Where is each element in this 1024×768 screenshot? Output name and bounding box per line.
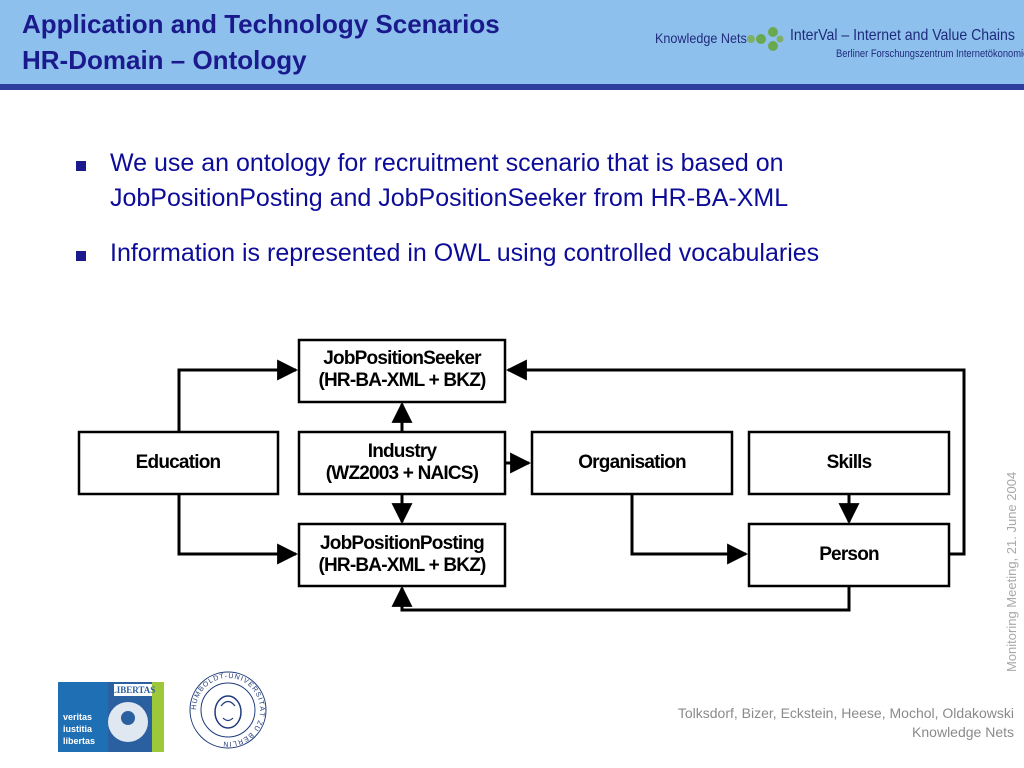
node-posting-sublabel: (HR-BA-XML + BKZ) bbox=[318, 555, 486, 576]
node-industry bbox=[297, 430, 507, 496]
interval-logo-text: InterVal – Internet and Value Chains bbox=[790, 27, 1015, 44]
node-industry-sublabel: (WZ2003 + NAICS) bbox=[326, 463, 479, 484]
header-bar bbox=[0, 0, 1024, 84]
edge-education-posting bbox=[177, 494, 299, 565]
fu-berlin-logo: LIBERTAS veritas iustitia libertas bbox=[58, 682, 164, 752]
node-education-label: Education bbox=[136, 452, 221, 473]
bullet-text: We use an ontology for recruitment scena… bbox=[110, 149, 789, 212]
fu-logo-line-3: libertas bbox=[63, 736, 95, 746]
bullet-text: Information is represented in OWL using … bbox=[110, 239, 820, 267]
slide-title: Application and Technology Scenarios HR-… bbox=[22, 6, 500, 78]
side-meeting-text: Monitoring Meeting, 21. June 2004 bbox=[1004, 471, 1019, 672]
fu-logo-line-2: iustitia bbox=[63, 724, 93, 734]
node-industry-label: Industry bbox=[368, 441, 438, 462]
footer-group: Knowledge Nets bbox=[912, 724, 1014, 740]
bullet-item: Information is represented in OWL using … bbox=[74, 236, 954, 271]
footer: Tolksdorf, Bizer, Eckstein, Heese, Mocho… bbox=[678, 704, 1014, 742]
node-organisation-label: Organisation bbox=[578, 452, 686, 473]
edge-person-posting bbox=[391, 585, 851, 612]
title-line-2: HR-Domain – Ontology bbox=[22, 45, 307, 75]
node-posting-label: JobPositionPosting bbox=[320, 533, 484, 554]
node-jobpositionposting bbox=[297, 522, 507, 588]
node-skills bbox=[747, 430, 951, 496]
footer-authors: Tolksdorf, Bizer, Eckstein, Heese, Mocho… bbox=[677, 705, 1014, 721]
fu-logo-line-1: veritas bbox=[63, 712, 92, 722]
title-line-1: Application and Technology Scenarios bbox=[22, 9, 500, 39]
node-jobpositionseeker bbox=[297, 338, 507, 404]
humboldt-university-seal: HUMBOLDT-UNIVERSITÄT ZU BERLIN bbox=[189, 671, 267, 749]
header-divider bbox=[0, 84, 1024, 90]
node-person-label: Person bbox=[819, 544, 879, 565]
node-seeker-label: JobPositionSeeker bbox=[323, 348, 482, 369]
node-seeker-sublabel: (HR-BA-XML + BKZ) bbox=[318, 370, 486, 391]
edge-organisation-person bbox=[630, 494, 749, 565]
bullet-list: We use an ontology for recruitment scena… bbox=[74, 146, 954, 291]
interval-dots-icon bbox=[747, 27, 784, 51]
node-person bbox=[747, 522, 951, 588]
bullet-square-icon bbox=[76, 161, 86, 171]
bullet-square-icon bbox=[76, 251, 86, 261]
node-skills-label: Skills bbox=[827, 452, 872, 473]
edge-person-seeker bbox=[505, 359, 966, 556]
edge-education-seeker bbox=[177, 359, 299, 432]
knowledge-nets-logo-text: Knowledge Nets bbox=[655, 30, 747, 46]
interval-logo-subtitle: Berliner Forschungszentrum Internetökono… bbox=[836, 48, 1024, 60]
node-education bbox=[77, 430, 280, 496]
fu-logo-banner: LIBERTAS bbox=[111, 685, 156, 695]
bullet-item: We use an ontology for recruitment scena… bbox=[74, 146, 954, 216]
node-organisation bbox=[530, 430, 734, 496]
